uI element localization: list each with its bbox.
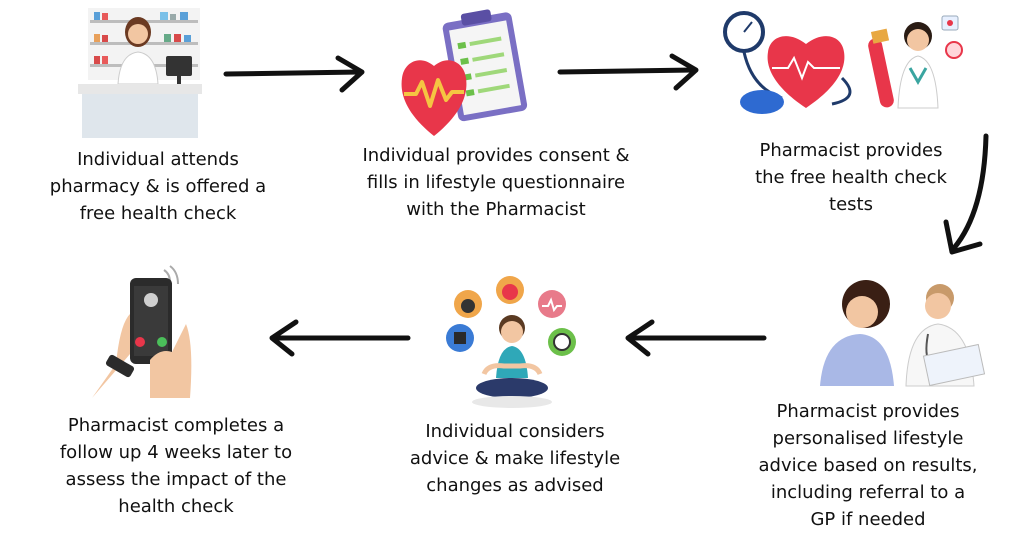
arrow-step5-to-step6 [269, 319, 411, 357]
step-5-caption: Individual considers advice & make lifes… [409, 421, 621, 496]
health-check-equipment-icon [723, 11, 963, 114]
pharmacist-counter-icon [78, 8, 202, 138]
phone-call-icon [92, 265, 192, 398]
step-4-caption: Pharmacist provides personalised lifesty… [758, 401, 978, 530]
heart-clipboard-icon [401, 9, 528, 136]
step-2-caption: Individual provides consent & fills in l… [362, 145, 630, 220]
arrow-step2-to-step3 [557, 53, 699, 91]
step-3-caption: Pharmacist provides the free health chec… [755, 140, 947, 215]
step-1-caption: Individual attends pharmacy & is offered… [49, 149, 267, 224]
arrow-step1-to-step2 [223, 55, 365, 93]
meditating-person-icon [446, 276, 576, 408]
step-6-caption: Pharmacist completes a follow up 4 weeks… [59, 415, 293, 517]
arrow-step4-to-step5 [625, 319, 767, 357]
pharmacist-consultation-icon [820, 280, 986, 387]
arrow-step3-to-step4 [943, 133, 989, 255]
